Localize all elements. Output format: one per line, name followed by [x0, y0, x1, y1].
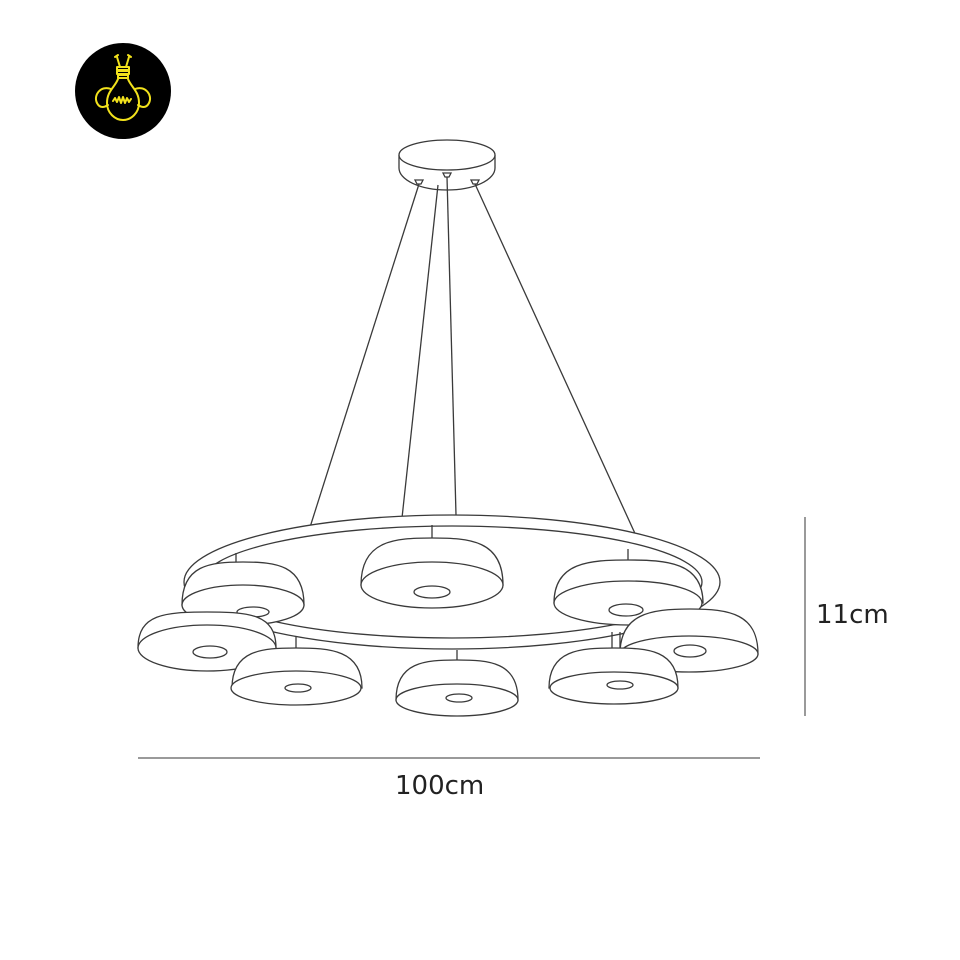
width-dimension-label: 100cm — [395, 771, 485, 801]
pendant-shade-back-center — [360, 525, 504, 609]
pendant-shade-front-right-center — [548, 632, 679, 705]
suspension-wires — [297, 176, 639, 566]
brand-logo — [75, 43, 171, 139]
pendant-shade-far-left — [137, 611, 277, 672]
ceiling-canopy — [398, 139, 496, 191]
pendant-shade-front-left-center — [230, 636, 363, 706]
pendant-shade-front-center — [395, 650, 519, 717]
lightbulb-bee-icon — [95, 54, 151, 121]
height-dimension-label: 11cm — [816, 600, 889, 630]
